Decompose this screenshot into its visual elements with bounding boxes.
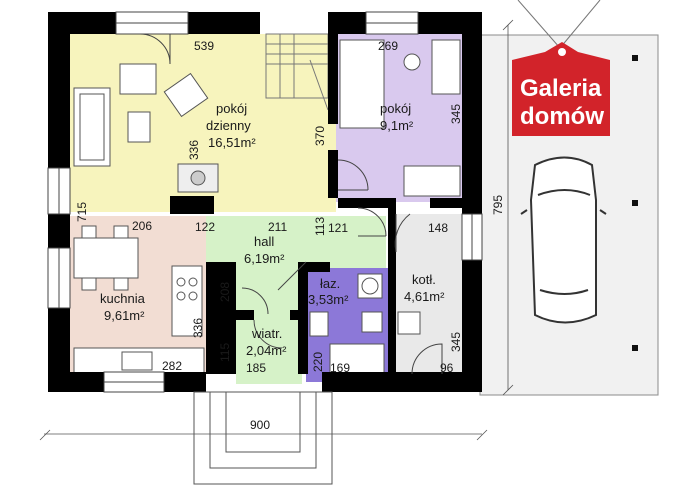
- vestibule-name: wiatr.: [251, 326, 282, 341]
- dim-220: 220: [311, 352, 325, 372]
- dim-539: 539: [194, 39, 214, 53]
- dim-795: 795: [491, 195, 505, 215]
- boiler-area: 4,61m²: [404, 289, 445, 304]
- dim-900: 900: [250, 418, 270, 432]
- living-room-name-2: dzienny: [206, 118, 251, 133]
- dim-208: 208: [218, 282, 232, 302]
- living-room-name-1: pokój: [216, 101, 247, 116]
- dim-121: 121: [328, 221, 348, 235]
- dim-148: 148: [428, 221, 448, 235]
- dim-336-kitchen: 336: [191, 318, 205, 338]
- dim-96: 96: [440, 361, 454, 375]
- dim-211: 211: [268, 220, 287, 234]
- living-room-area: 16,51m²: [208, 135, 256, 150]
- dim-115: 115: [218, 343, 232, 362]
- dim-282: 282: [162, 359, 182, 373]
- dim-169: 169: [330, 361, 350, 375]
- dim-345-bedroom: 345: [449, 104, 463, 124]
- windows: [47, 11, 483, 393]
- brand-line-2: domów: [520, 103, 604, 130]
- bathroom-area: 3,53m²: [308, 292, 349, 307]
- dim-269: 269: [378, 39, 398, 53]
- boiler-fill: [392, 214, 468, 380]
- vestibule-fill: [236, 318, 302, 384]
- dim-370: 370: [313, 126, 327, 146]
- doors: [139, 33, 443, 375]
- dim-113: 113: [313, 217, 327, 236]
- car-icon: [520, 156, 607, 324]
- dim-122: 122: [195, 220, 215, 234]
- vestibule-area: 2,04m²: [246, 343, 287, 358]
- brand-line-1: Galeria: [520, 75, 602, 102]
- bathroom-name: łaz.: [320, 276, 340, 291]
- dim-line-900: [39, 429, 488, 441]
- boiler-name: kotł.: [412, 272, 436, 287]
- dim-345-boiler: 345: [449, 332, 463, 352]
- entrance-steps: [193, 391, 333, 485]
- hall-name: hall: [254, 234, 274, 249]
- kitchen-area: 9,61m²: [104, 308, 145, 323]
- dim-185: 185: [246, 361, 266, 375]
- bedroom-name: pokój: [380, 101, 411, 116]
- dim-336-living: 336: [187, 140, 201, 160]
- kitchen-name: kuchnia: [100, 291, 146, 306]
- bedroom-area: 9,1m²: [380, 118, 414, 133]
- brand-logo: Galeria domów: [512, 0, 610, 136]
- dim-715: 715: [75, 202, 89, 222]
- hall-area: 6,19m²: [244, 251, 285, 266]
- dim-206: 206: [132, 219, 152, 233]
